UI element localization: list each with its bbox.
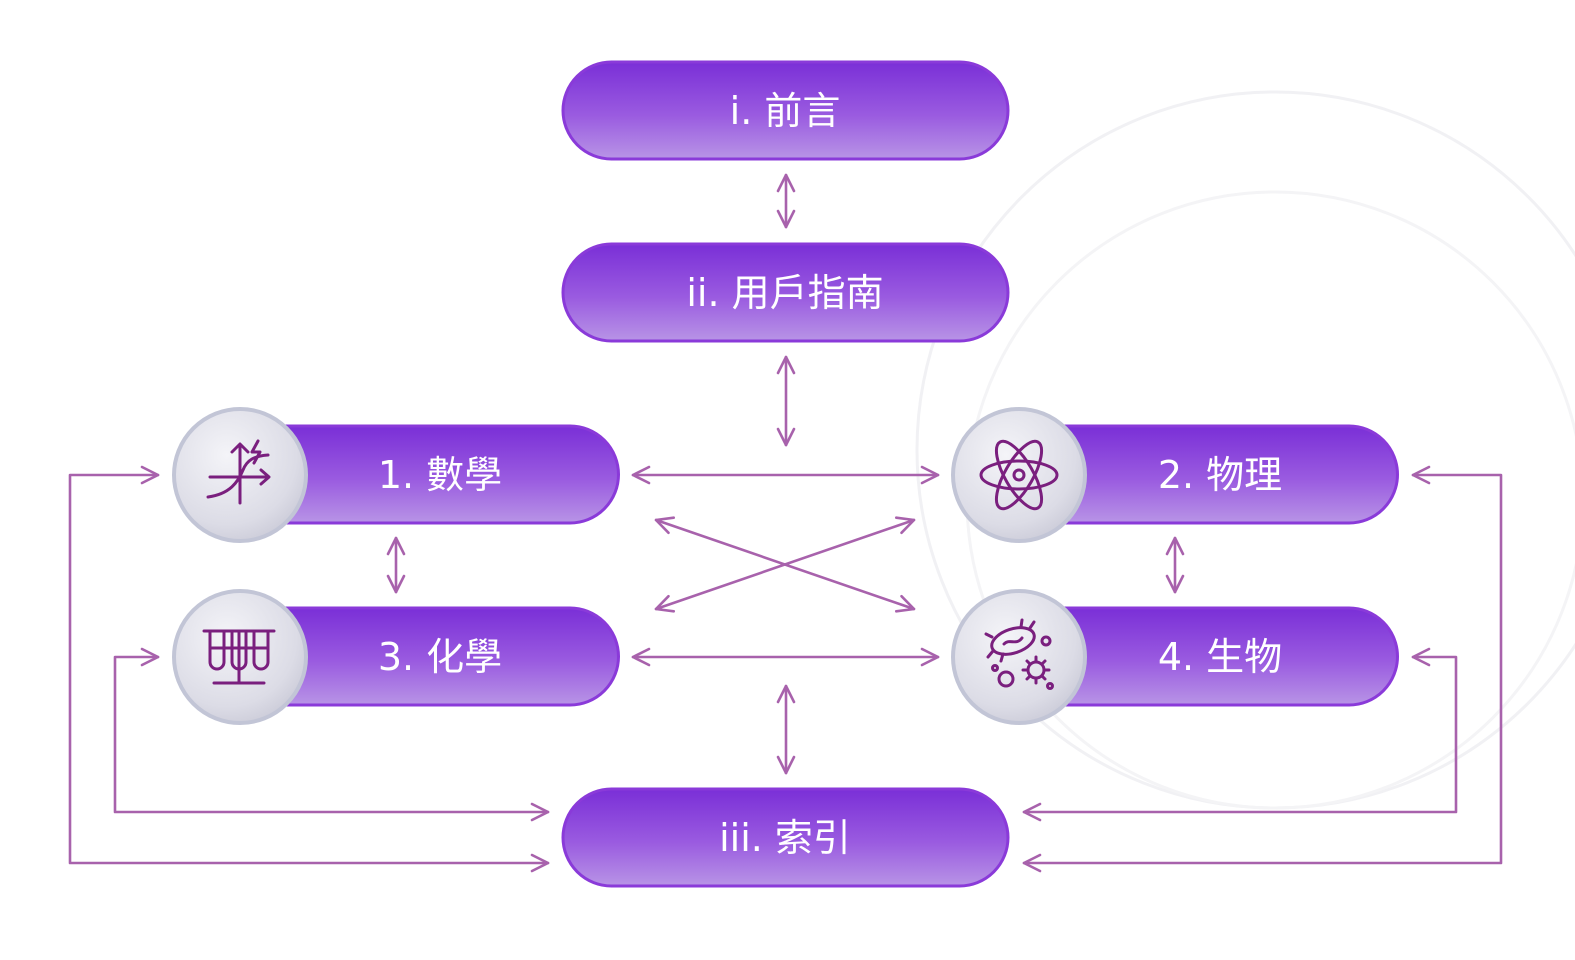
node-physics[interactable]: 2. 物理 [1018,424,1399,525]
connector-biology-index [1022,647,1458,822]
node-index[interactable]: iii. 索引 [561,787,1010,888]
node-preface-label: i. 前言 [730,89,841,133]
node-math-label: 1. 數學 [378,453,502,497]
node-preface[interactable]: i. 前言 [561,60,1010,161]
node-chemistry-label: 3. 化學 [378,635,502,679]
test-tubes-icon [172,589,308,725]
math-graph-icon [172,407,308,543]
node-biology-label: 4. 生物 [1158,635,1282,679]
node-biology[interactable]: 4. 生物 [1018,606,1399,707]
node-math[interactable]: 1. 數學 [238,424,620,525]
node-user-guide-label: ii. 用戶指南 [686,271,883,315]
connectors [68,173,1503,873]
microbe-icon [951,589,1087,725]
node-physics-label: 2. 物理 [1158,453,1282,497]
atom-icon [951,407,1087,543]
connector-physics-index [1022,465,1503,873]
connector-chemistry-physics [654,516,916,613]
node-user-guide[interactable]: ii. 用戶指南 [561,242,1010,343]
connector-math-index [68,465,550,873]
node-chemistry[interactable]: 3. 化學 [238,606,620,707]
node-index-label: iii. 索引 [719,816,851,860]
connector-chemistry-index [113,647,550,822]
